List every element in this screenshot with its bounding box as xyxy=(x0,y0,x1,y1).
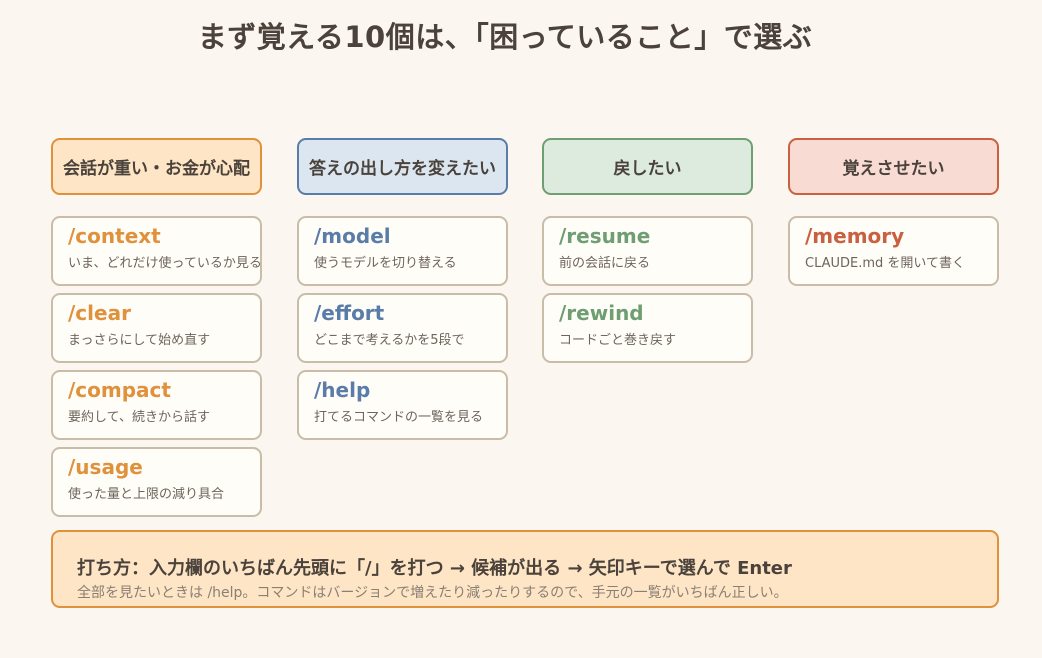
command-card-help: /help 打てるコマンドの一覧を見る xyxy=(297,370,508,440)
command-name: /resume xyxy=(559,224,651,248)
column-header: 戻したい xyxy=(542,138,753,195)
command-card-rewind: /rewind コードごと巻き戻す xyxy=(542,293,753,363)
command-desc: どこまで考えるかを5段で xyxy=(314,333,465,348)
command-desc: 使った量と上限の減り具合 xyxy=(68,487,225,502)
column-memory: 覚えさせたい /memory CLAUDE.md を開いて書く xyxy=(788,138,999,293)
command-card-model: /model 使うモデルを切り替える xyxy=(297,216,508,286)
column-header: 覚えさせたい xyxy=(788,138,999,195)
command-card-effort: /effort どこまで考えるかを5段で xyxy=(297,293,508,363)
command-name: /compact xyxy=(68,378,171,402)
command-desc: コードごと巻き戻す xyxy=(559,333,677,348)
command-card-memory: /memory CLAUDE.md を開いて書く xyxy=(788,216,999,286)
command-desc: 打てるコマンドの一覧を見る xyxy=(314,410,484,425)
command-name: /clear xyxy=(68,301,131,325)
command-name: /context xyxy=(68,224,161,248)
command-name: /memory xyxy=(805,224,905,248)
command-name: /rewind xyxy=(559,301,644,325)
command-desc: 前の会話に戻る xyxy=(559,256,651,271)
command-desc: まっさらにして始め直す xyxy=(68,333,211,348)
command-card-usage: /usage 使った量と上限の減り具合 xyxy=(51,447,262,517)
command-name: /model xyxy=(314,224,391,248)
command-name: /help xyxy=(314,378,371,402)
command-desc: 使うモデルを切り替える xyxy=(314,256,457,271)
command-card-context: /context いま、どれだけ使っているか見る xyxy=(51,216,262,286)
page-title: まず覚える10個は、「困っていること」で選ぶ xyxy=(197,20,813,54)
command-name: /effort xyxy=(314,301,385,325)
command-desc: CLAUDE.md を開いて書く xyxy=(805,256,966,271)
command-card-clear: /clear まっさらにして始め直す xyxy=(51,293,262,363)
column-answer-style: 答えの出し方を変えたい /model 使うモデルを切り替える /effort ど… xyxy=(297,138,508,447)
column-cost: 会話が重い・お金が心配 /context いま、どれだけ使っているか見る /cl… xyxy=(51,138,262,524)
command-name: /usage xyxy=(68,455,143,479)
command-desc: 要約して、続きから話す xyxy=(68,410,210,425)
usage-tip-box: 打ち方：入力欄のいちばん先頭に「/」を打つ → 候補が出る → 矢印キーで選んで… xyxy=(51,530,999,608)
column-go-back: 戻したい /resume 前の会話に戻る /rewind コードごと巻き戻す xyxy=(542,138,753,370)
tip-main-text: 打ち方：入力欄のいちばん先頭に「/」を打つ → 候補が出る → 矢印キーで選んで… xyxy=(77,558,792,579)
column-header: 答えの出し方を変えたい xyxy=(297,138,508,195)
command-card-compact: /compact 要約して、続きから話す xyxy=(51,370,262,440)
column-header: 会話が重い・お金が心配 xyxy=(51,138,262,195)
command-card-resume: /resume 前の会話に戻る xyxy=(542,216,753,286)
command-desc: いま、どれだけ使っているか見る xyxy=(68,256,262,271)
tip-sub-text: 全部を見たいときは /help。コマンドはバージョンで増えたり減ったりするので、… xyxy=(77,585,788,601)
